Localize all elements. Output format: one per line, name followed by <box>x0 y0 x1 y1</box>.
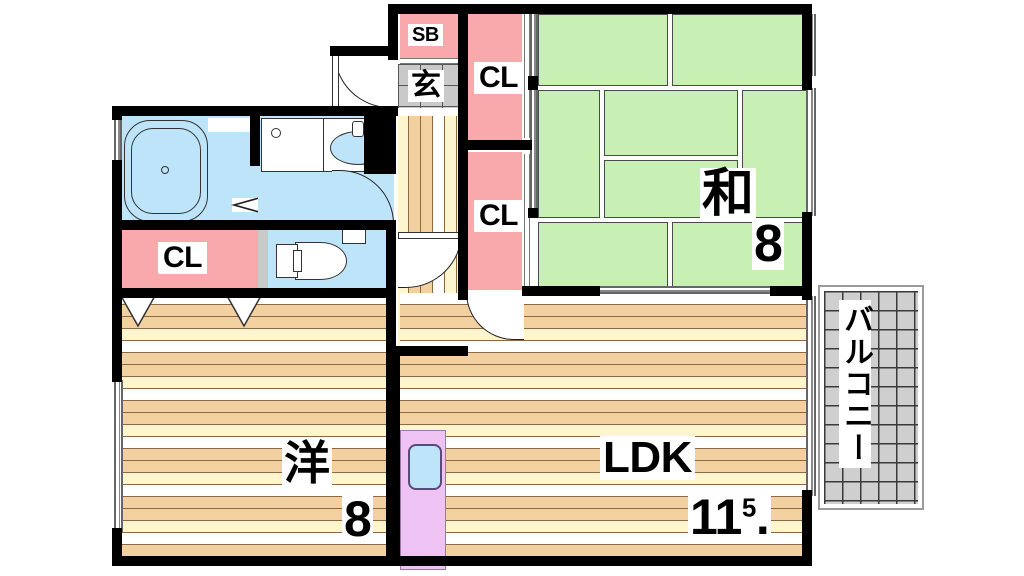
wall-hallway-bottom <box>396 346 468 356</box>
washitsu-label: 和 <box>700 165 756 223</box>
tatami-mat <box>742 90 808 218</box>
washitsu-sliding-door-bottom[interactable] <box>598 286 808 294</box>
wall-cl-bottom <box>112 288 396 298</box>
tatami-mat <box>672 14 808 86</box>
wall-washitsu-pillar <box>528 76 538 90</box>
wall-entrance-vest-bottom <box>322 106 398 116</box>
wall-left-yoshitsu-top <box>112 290 122 382</box>
ldk-label: LDK <box>600 436 695 480</box>
shoe-box-label: SB <box>408 24 443 46</box>
tatami-mat <box>538 14 668 86</box>
bath-window[interactable] <box>114 118 122 164</box>
wall-top <box>388 4 812 14</box>
toilet-tank-lid <box>293 250 302 272</box>
shoe-box-door[interactable] <box>400 58 458 64</box>
tatami-mat <box>672 222 808 290</box>
wall-kitchen-left <box>386 356 400 562</box>
bathtub-drain-icon <box>161 166 169 174</box>
wall-washroom-bottom <box>250 220 396 230</box>
tatami-mat <box>604 90 738 156</box>
closet-entry-label: CL <box>474 62 523 94</box>
wall-right-mid <box>802 212 812 300</box>
hallway-door-panel[interactable] <box>398 232 460 239</box>
balcony-label: バルコニー <box>839 300 872 468</box>
yoshitsu-size-label: 8 <box>342 491 374 547</box>
wall-bath-bottom <box>112 220 260 230</box>
entrance-door-panel[interactable] <box>332 54 339 108</box>
yoshitsu-window[interactable] <box>114 380 123 532</box>
kitchen-sink <box>408 444 442 490</box>
wall-right-upper <box>802 4 812 90</box>
washitsu-window-left[interactable] <box>530 88 538 216</box>
wall-hallway-left <box>386 108 396 174</box>
bath-door-arrow-icon <box>231 197 260 213</box>
ldk-balcony-sliding-door[interactable] <box>806 296 816 496</box>
wall-closet-entry-left <box>458 12 468 140</box>
toilet-bowl <box>295 242 347 280</box>
washitsu-window-left-top[interactable] <box>530 14 538 76</box>
toilet-paper-holder-icon <box>342 229 366 244</box>
washer-space <box>261 118 325 172</box>
ldk-size-dot: . <box>755 489 770 545</box>
wall-closet-divider <box>458 140 530 150</box>
wall-toilet-right <box>386 228 396 292</box>
bath-ledge <box>208 118 256 132</box>
wall-nub-washroom <box>364 116 388 174</box>
genkan-label: 玄 <box>408 70 444 102</box>
ldk-size-int: 11 <box>690 489 742 545</box>
bath-door-marker[interactable] <box>232 198 258 212</box>
wall-washitsu-pillar2 <box>528 208 538 218</box>
toilet-door[interactable] <box>258 228 268 290</box>
wall-entrance-left <box>388 4 398 60</box>
washitsu-size-label: 8 <box>752 215 785 273</box>
wall-hallway-right <box>458 12 468 300</box>
washitsu-window-right[interactable] <box>806 88 816 216</box>
wall-left-yoshitsu-bottom <box>112 528 122 566</box>
wall-bottom <box>112 556 812 566</box>
closet-hall-label: CL <box>158 242 207 274</box>
wall-closet-right <box>522 140 532 150</box>
wall-washitsu-bottom-right <box>770 286 812 296</box>
ldk-size-frac: 5 <box>741 492 756 523</box>
yoshitsu-label: 洋 <box>282 437 332 489</box>
closet-mid-door[interactable] <box>524 154 530 288</box>
wall-washitsu-bottom-left <box>522 286 600 296</box>
faucet-icon <box>352 121 364 137</box>
washer-drain-icon <box>271 128 281 138</box>
wall-right-lower <box>802 490 812 566</box>
wall-hallway-left-lower <box>386 288 396 356</box>
ldk-size-label: 115. <box>688 489 772 545</box>
tatami-mat <box>538 222 668 290</box>
wall-entrance-vest-top <box>330 46 398 56</box>
wall-bath-top <box>112 106 396 116</box>
closet-mid-label: CL <box>474 200 523 232</box>
bathtub-inner <box>131 128 201 214</box>
tatami-mat <box>538 90 600 218</box>
wall-bath-washroom <box>250 114 260 166</box>
